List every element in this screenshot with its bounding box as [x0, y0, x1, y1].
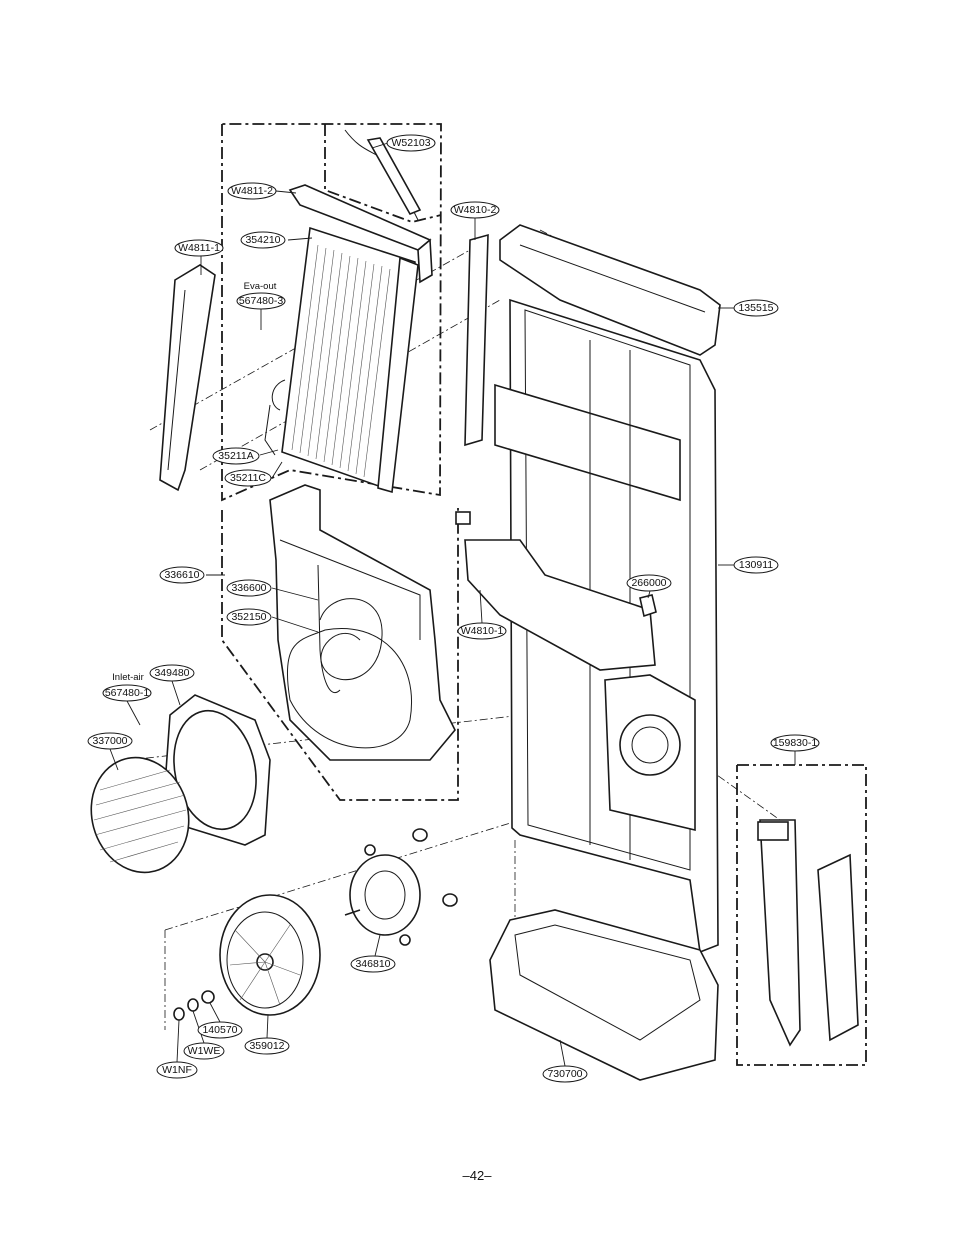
svg-text:W4810-1: W4810-1	[461, 625, 504, 637]
svg-text:336600: 336600	[231, 582, 266, 594]
callout-266000: 266000	[626, 574, 672, 592]
callout-730700: 730700	[542, 1065, 588, 1083]
leader-lines	[109, 142, 796, 1067]
callout-135515: 135515	[733, 299, 779, 317]
svg-text:354210: 354210	[245, 234, 280, 246]
callout-w4811-2: W4811-2	[227, 182, 277, 200]
group-boundaries	[221, 123, 867, 1066]
callout-359012: 359012	[244, 1037, 290, 1055]
svg-text:W4811-2: W4811-2	[231, 185, 273, 197]
svg-text:135515: 135515	[738, 302, 773, 314]
svg-text:W4810-2: W4810-2	[454, 204, 497, 216]
callout-346810: 346810	[350, 955, 396, 973]
callout-336600: 336600	[226, 579, 272, 597]
svg-text:730700: 730700	[547, 1068, 582, 1080]
sensor-wire-w52103	[344, 129, 422, 221]
svg-text:35211A: 35211A	[218, 450, 253, 462]
callout-337000: 337000	[87, 732, 133, 750]
svg-text:359012: 359012	[249, 1040, 284, 1052]
svg-text:W52103: W52103	[391, 137, 430, 149]
callout-35211c: 35211C	[224, 469, 272, 487]
callout-w1nf: W1NF	[156, 1061, 198, 1079]
callout-130911: 130911	[733, 556, 779, 574]
top-cover-135515	[499, 224, 721, 356]
control-bracket-w4810-1	[455, 511, 656, 671]
scroll-housing-336600	[269, 484, 456, 761]
fasteners	[173, 990, 215, 1021]
callout-336610: 336610	[159, 566, 205, 584]
eva-out-text: Eva-out	[244, 281, 277, 292]
drain-hose-352150	[317, 564, 383, 693]
callout-w1we: W1WE	[183, 1042, 225, 1060]
bracket-w4811-2	[288, 184, 433, 284]
svg-text:W4811-1: W4811-1	[178, 242, 220, 254]
svg-text:567480-3: 567480-3	[239, 295, 284, 307]
fan-359012	[219, 894, 321, 1016]
svg-text:349480: 349480	[154, 667, 189, 679]
part-266000	[639, 594, 657, 618]
drain-pan-730700	[489, 909, 719, 1081]
callout-w4810-1: W4810-1	[457, 622, 507, 640]
callout-140570: 140570	[197, 1021, 243, 1039]
callout-352150: 352150	[226, 608, 272, 626]
svg-text:W1NF: W1NF	[162, 1064, 192, 1076]
side-bracket-w4810-2	[464, 233, 489, 447]
callout-354210: 354210	[240, 231, 286, 249]
side-bracket-w4811-1	[159, 264, 216, 492]
svg-text:336610: 336610	[164, 569, 199, 581]
callout-567480-1: 567480-1	[102, 684, 152, 702]
svg-text:266000: 266000	[631, 577, 666, 589]
svg-text:567480-1: 567480-1	[105, 687, 150, 699]
svg-text:337000: 337000	[92, 735, 127, 747]
evaporator-coil-354210	[264, 226, 419, 494]
filter-assy-159830-1	[757, 819, 859, 1047]
motor-346810	[344, 828, 458, 946]
svg-text:W1WE: W1WE	[188, 1045, 221, 1057]
callout-159830-1: 159830-1	[770, 734, 820, 752]
svg-text:35211C: 35211C	[230, 472, 266, 484]
svg-text:159830-1: 159830-1	[773, 737, 818, 749]
callout-w4811-1: W4811-1	[174, 239, 224, 257]
callout-35211a: 35211A	[212, 447, 260, 465]
callout-w4810-2: W4810-2	[450, 201, 500, 219]
callout-349480: 349480	[149, 664, 195, 682]
callout-567480-3: 567480-3	[236, 292, 286, 310]
callouts: W52103 W4811-2 W4810-2 354210 W4811-1 56…	[87, 134, 820, 1083]
inlet-air-text: Inlet-air	[112, 672, 144, 683]
svg-text:140570: 140570	[202, 1024, 237, 1036]
page-number: –42–	[462, 1168, 492, 1183]
motor-mount-plate	[604, 674, 696, 832]
svg-text:346810: 346810	[355, 958, 390, 970]
svg-text:130911: 130911	[739, 559, 773, 571]
svg-text:352150: 352150	[231, 611, 266, 623]
bellmouth-349480	[164, 694, 271, 846]
grille-337000	[90, 756, 190, 874]
callout-w52103: W52103	[386, 134, 436, 152]
